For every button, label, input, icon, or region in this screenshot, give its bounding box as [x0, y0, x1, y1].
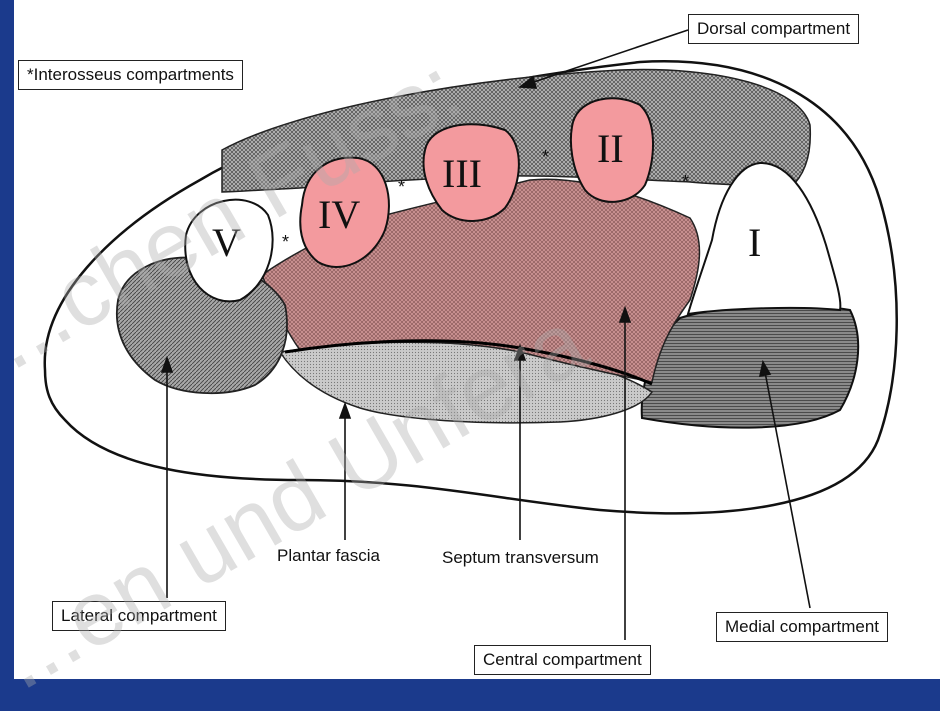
metatarsal-label-ii: II: [597, 126, 624, 171]
medial-compartment-label: Medial compartment: [716, 612, 888, 642]
interosseus-marker: *: [398, 177, 405, 197]
dorsal-compartment-label: Dorsal compartment: [688, 14, 859, 44]
foot-cross-section-diagram: I II III IV V * * * *: [0, 0, 940, 679]
metatarsal-label-i: I: [748, 220, 761, 265]
lateral-compartment-label: Lateral compartment: [52, 601, 226, 631]
metatarsal-label-iii: III: [442, 151, 482, 196]
plantar-fascia-label: Plantar fascia: [277, 546, 380, 566]
metatarsal-label-iv: IV: [318, 192, 360, 237]
interosseus-compartments-label: *Interosseus compartments: [18, 60, 243, 90]
interosseus-marker: *: [542, 147, 549, 167]
septum-transversum-label: Septum transversum: [442, 548, 599, 568]
interosseus-marker: *: [282, 232, 289, 252]
slide: I II III IV V * * * *: [0, 0, 940, 679]
central-compartment-label: Central compartment: [474, 645, 651, 675]
metatarsal-label-v: V: [212, 220, 241, 265]
interosseus-marker: *: [682, 172, 689, 192]
